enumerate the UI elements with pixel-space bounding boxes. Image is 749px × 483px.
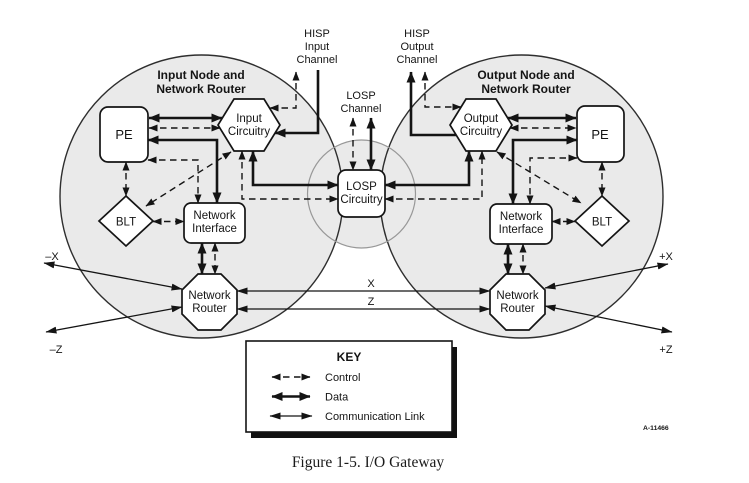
network-interface-box-left <box>183 202 246 244</box>
communication-links <box>43 261 673 334</box>
key-legend: KEY Control Data Communication Link <box>245 340 457 438</box>
link-inputcircuitry-losp-control <box>238 150 339 203</box>
blt-label-right: BLT <box>592 217 612 229</box>
axis-x-label: X <box>367 278 375 290</box>
comm-link-pos-x <box>544 262 669 290</box>
neg-x-label: –X <box>45 251 59 263</box>
blt-diamond-right <box>573 194 631 248</box>
losp-channel-links <box>349 117 376 171</box>
key-title: KEY <box>337 350 362 364</box>
link-outputcircuitry-blt-control <box>496 151 582 204</box>
network-router-octagon-left <box>181 273 238 331</box>
blt-label-left: BLT <box>116 217 136 229</box>
axis-z-label: Z <box>368 296 375 308</box>
artifact-code: A-11466 <box>643 425 669 432</box>
link-inputcircuitry-blt-control <box>145 151 232 207</box>
link-hisp-input-control <box>269 71 300 112</box>
output-circuitry-hexagon <box>449 98 513 152</box>
input-circuitry-hexagon <box>217 98 281 152</box>
blt-diamond-left <box>97 194 155 248</box>
pos-x-label: +X <box>659 251 673 263</box>
network-router-octagon-right <box>489 273 546 331</box>
key-control-label: Control <box>325 372 360 384</box>
link-hisp-output-data <box>406 71 456 137</box>
pe-label-left: PE <box>115 127 133 142</box>
link-hisp-input-data <box>274 70 320 138</box>
pe-box-right <box>576 105 625 163</box>
pe-label-right: PE <box>591 127 609 142</box>
comm-link-pos-z <box>544 304 673 334</box>
neg-z-label: –Z <box>50 344 63 356</box>
figure-caption: Figure 1-5. I/O Gateway <box>292 454 445 471</box>
comm-link-neg-x <box>43 261 183 291</box>
key-data-label: Data <box>325 392 349 404</box>
key-comm-label: Communication Link <box>325 411 425 423</box>
pos-z-label: +Z <box>659 344 672 356</box>
link-hisp-output-control <box>421 71 462 111</box>
input-node-links <box>122 70 339 275</box>
losp-circuitry-box <box>337 169 386 218</box>
comm-link-neg-z <box>45 305 183 334</box>
network-interface-box-right <box>489 203 553 245</box>
pe-box-left <box>99 106 149 163</box>
output-node-links <box>384 71 606 275</box>
